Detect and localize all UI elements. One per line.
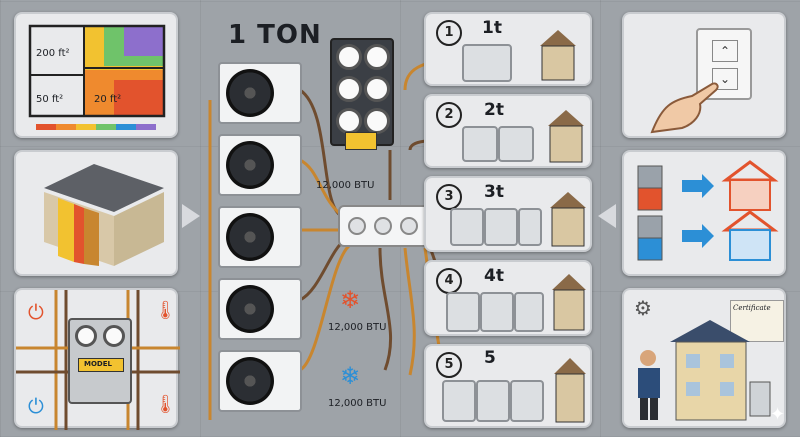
step-2-number: 2: [436, 102, 462, 128]
warning-badge: [345, 132, 377, 150]
pointing-hand-icon: [650, 82, 719, 134]
step-3-condenser-b: [484, 208, 518, 246]
control-box-panel: ⏻ ⏻ 🌡 🌡 MODEL: [14, 288, 180, 430]
step-panel-2: 2 2t: [424, 94, 592, 168]
ac-unit-4: [218, 278, 302, 340]
gear-icon: ⚙: [634, 296, 652, 320]
step-5-label: 5: [484, 348, 496, 368]
step-4-condenser-b: [480, 292, 514, 332]
heat-cool-comparison-illustration: [637, 160, 779, 261]
step-3-number: 3: [436, 184, 462, 210]
outlet-2: [374, 217, 392, 235]
step-3-house-icon: [550, 192, 586, 247]
thermostat-up-button[interactable]: ⌃: [712, 40, 738, 62]
ac-unit-2: [218, 134, 302, 196]
step-2-house-icon: [548, 110, 584, 163]
gauge-4: [364, 76, 390, 102]
gauge-1: [336, 44, 362, 70]
thermometer-cold-icon: 🌡: [154, 394, 177, 415]
ac-unit-5: [218, 350, 302, 412]
certificate-card: Certificate: [730, 300, 784, 342]
step-2-condenser-b: [498, 126, 534, 162]
gauge-2: [364, 44, 390, 70]
step-1-condenser: [462, 44, 512, 82]
gauge-3: [336, 76, 362, 102]
gauge-panel: [330, 38, 394, 146]
sparkle-icon: ✦: [770, 404, 786, 425]
btu-label-bottom: 12,000 BTU: [328, 398, 387, 409]
step-1-label: 1t: [482, 18, 502, 38]
gauge-6: [364, 108, 390, 134]
floorplan-room-2-label: 50 ft²: [36, 94, 64, 105]
floorplan-heatmap: [28, 24, 166, 130]
heat-icon: ❄: [340, 286, 361, 314]
thermostat-panel: ⌃ ⌄: [622, 12, 786, 138]
step-2-condenser-a: [462, 126, 498, 162]
ac-unit-1: [218, 62, 302, 124]
control-box: MODEL: [68, 318, 132, 404]
gauge-5: [336, 108, 362, 134]
step-4-house-icon: [552, 274, 586, 331]
btu-label-top: 12,000 BTU: [316, 180, 375, 191]
insulated-wall-illustration: [44, 164, 164, 266]
control-model-plate: [78, 358, 124, 372]
outlet-1: [348, 217, 366, 235]
step-1-house-icon: [540, 30, 576, 81]
step-4-label: 4t: [484, 266, 504, 286]
step-1-number: 1: [436, 20, 462, 46]
insulated-wall-panel: [14, 150, 178, 276]
ac-unit-3: [218, 206, 302, 268]
arrow-left-icon: [598, 204, 616, 228]
btu-label-middle: 12,000 BTU: [328, 322, 387, 333]
step-panel-5: 5 5: [424, 344, 592, 428]
step-5-condenser-b: [476, 380, 510, 422]
ac-unit-2-fan: [226, 141, 274, 189]
floorplan-room-1-label: 200 ft²: [36, 48, 70, 59]
snowflake-icon: ❄: [340, 362, 361, 390]
thermostat-down-button[interactable]: ⌄: [712, 68, 738, 90]
step-panel-3: 3 3t: [424, 176, 592, 252]
thermometer-hot-icon: 🌡: [154, 300, 177, 321]
step-5-number: 5: [436, 352, 462, 378]
ac-unit-4-fan: [226, 285, 274, 333]
step-2-label: 2t: [484, 100, 504, 120]
ac-unit-3-fan: [226, 213, 274, 261]
power-off-icon: ⏻: [28, 394, 44, 418]
step-4-condenser-a: [446, 292, 480, 332]
step-5-house-icon: [554, 358, 586, 423]
step-panel-4: 4 4t: [424, 260, 592, 336]
control-gauge-right: [103, 325, 125, 347]
step-3-condenser-c: [518, 208, 542, 246]
step-5-condenser-a: [442, 380, 476, 422]
step-panel-1: 1 1t: [424, 12, 592, 86]
arrow-right-icon: [182, 204, 200, 228]
step-3-condenser-a: [450, 208, 484, 246]
ac-unit-1-fan: [226, 69, 274, 117]
floorplan-panel: 200 ft² 50 ft² 20 ft²: [14, 12, 178, 138]
control-model-label: MODEL: [84, 360, 112, 368]
technician-house-illustration: [638, 320, 771, 421]
floorplan-room-3-label: 20 ft²: [94, 94, 122, 105]
outlet-3: [400, 217, 418, 235]
control-gauge-left: [75, 325, 97, 347]
ac-unit-5-fan: [226, 357, 274, 405]
step-5-condenser-c: [510, 380, 544, 422]
inspection-panel: ⚙ Certificate: [622, 288, 786, 428]
power-on-icon: ⏻: [28, 300, 44, 324]
heat-cool-comparison-panel: [622, 150, 786, 276]
certificate-title: Certificate: [733, 304, 771, 312]
step-4-condenser-c: [514, 292, 544, 332]
step-3-label: 3t: [484, 182, 504, 202]
center-title: 1 TON: [228, 20, 322, 50]
step-4-number: 4: [436, 268, 462, 294]
